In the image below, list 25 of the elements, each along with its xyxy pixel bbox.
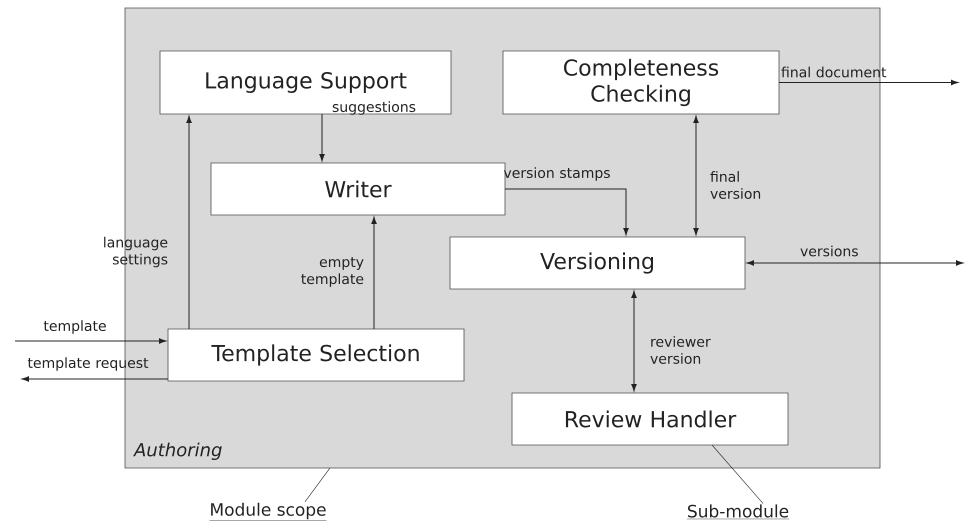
callout-label: Sub-module xyxy=(686,504,790,520)
arrow xyxy=(778,80,958,86)
callout-label: Module scope xyxy=(209,502,327,521)
arrow xyxy=(186,116,192,330)
process-box: Review Handler xyxy=(512,392,788,446)
edge-label: empty template xyxy=(301,257,364,287)
leader-line xyxy=(304,468,330,502)
arrow xyxy=(371,216,377,330)
process-box: Completeness Checking xyxy=(502,50,780,114)
process-box: Versioning xyxy=(450,236,746,290)
arrow xyxy=(319,114,325,162)
edge-label: versions xyxy=(800,246,858,256)
arrow xyxy=(746,260,964,266)
edge-label: template xyxy=(44,320,106,334)
process-box: Template Selection xyxy=(168,328,464,382)
arrow xyxy=(22,376,168,382)
arrow xyxy=(631,290,637,392)
process-box: Writer xyxy=(210,162,506,216)
arrow xyxy=(14,338,166,344)
leader-line xyxy=(712,444,764,504)
edge-label: reviewer version xyxy=(650,336,711,364)
arrow xyxy=(693,116,699,236)
arrow xyxy=(504,188,629,236)
edge-label: suggestions xyxy=(332,101,416,115)
edge-label: final version xyxy=(710,171,760,199)
